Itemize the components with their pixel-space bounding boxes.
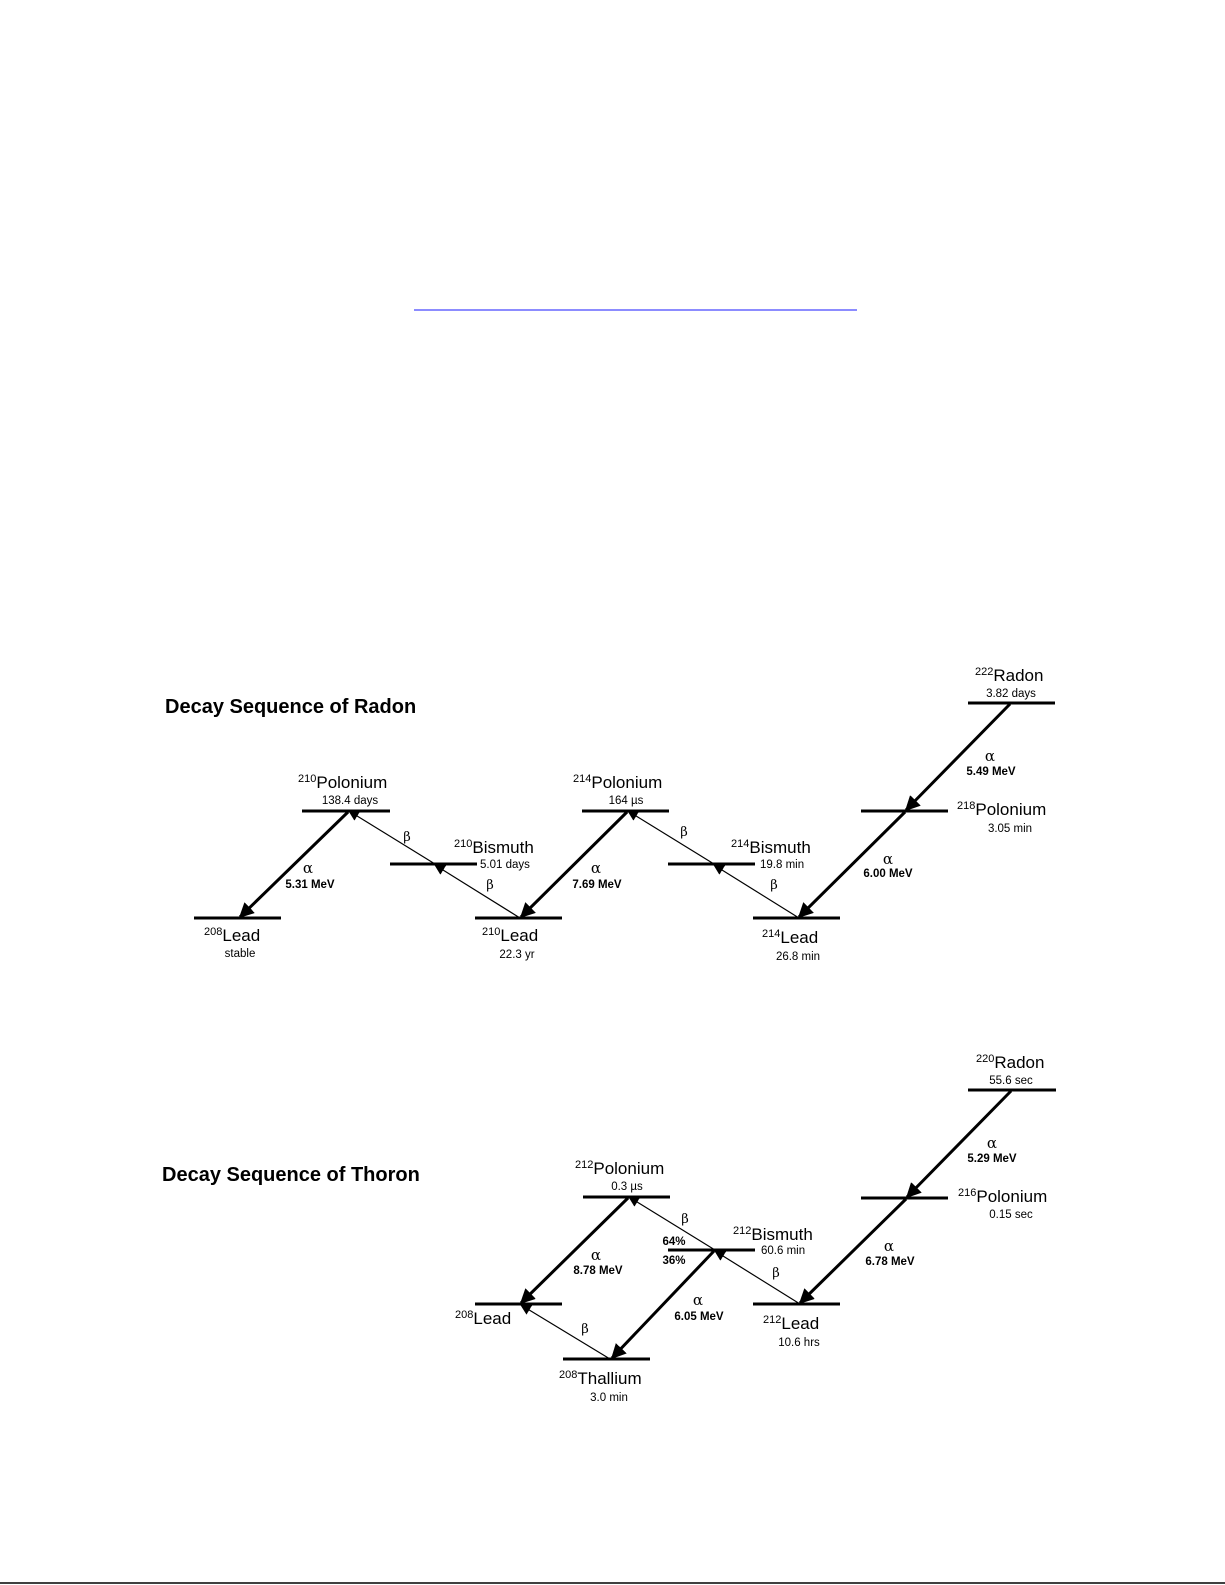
isotope-label: 210Polonium: [298, 773, 387, 792]
half-life: 3.82 days: [986, 688, 1036, 700]
decay-energy: 6.00 MeV: [863, 868, 913, 880]
isotope-label: 208Thallium: [559, 1369, 642, 1388]
half-life: 10.6 hrs: [778, 1337, 820, 1349]
half-life: 55.6 sec: [989, 1075, 1033, 1087]
half-life: 164 µs: [609, 795, 644, 807]
alpha-symbol: α: [591, 859, 601, 877]
beta-symbol: β: [772, 1266, 780, 1281]
decay-arrow-alpha: [904, 702, 1012, 812]
isotope-label: 212Lead: [763, 1314, 819, 1333]
beta-symbol: β: [770, 878, 778, 893]
isotope-label: 212Polonium: [575, 1159, 664, 1178]
half-life: 26.8 min: [776, 951, 820, 963]
alpha-symbol: α: [693, 1291, 703, 1309]
decay-arrow-alpha: [797, 810, 907, 919]
isotope-label: 208Lead: [455, 1309, 511, 1328]
decay-arrow-alpha: [610, 1249, 716, 1360]
radon-title: Decay Sequence of Radon: [165, 696, 416, 718]
decay-arrow-beta: [520, 1304, 611, 1360]
thoron-diagram: Decay Sequence of Thoron 220Radon 55.6 s…: [162, 1053, 1056, 1404]
isotope-label: 222Radon: [975, 666, 1043, 685]
isotope-label: 214Polonium: [573, 773, 662, 792]
half-life: 60.6 min: [761, 1245, 805, 1257]
decay-arrow-alpha: [905, 1089, 1013, 1199]
half-life: 0.3 µs: [611, 1181, 643, 1193]
alpha-symbol: α: [884, 1237, 894, 1255]
half-life: 3.0 min: [590, 1392, 628, 1404]
radon-diagram: Decay Sequence of Radon 222Radon 3.82 da…: [165, 666, 1055, 963]
branch-percent: 36%: [662, 1255, 685, 1267]
decay-arrow-beta: [627, 810, 715, 865]
half-life: 5.01 days: [480, 859, 530, 871]
decay-arrow-beta: [348, 810, 436, 865]
decay-energy: 6.05 MeV: [674, 1311, 724, 1323]
half-life: 3.05 min: [988, 823, 1032, 835]
decay-arrow-beta: [628, 1196, 716, 1251]
isotope-label: 214Lead: [762, 928, 818, 947]
beta-symbol: β: [681, 1212, 689, 1227]
half-life: 19.8 min: [760, 859, 804, 871]
half-life: 0.15 sec: [989, 1209, 1033, 1221]
isotope-label: 210Bismuth: [454, 838, 534, 857]
decay-arrow-beta: [434, 864, 521, 919]
isotope-label: 214Bismuth: [731, 838, 811, 857]
decay-energy: 5.49 MeV: [966, 766, 1016, 778]
thoron-title: Decay Sequence of Thoron: [162, 1164, 420, 1186]
isotope-label: 220Radon: [976, 1053, 1044, 1072]
beta-symbol: β: [486, 878, 494, 893]
beta-symbol: β: [680, 825, 688, 840]
decay-energy: 5.29 MeV: [967, 1153, 1017, 1165]
branch-percent: 64%: [662, 1236, 685, 1248]
half-life: 138.4 days: [322, 795, 379, 807]
alpha-symbol: α: [591, 1246, 601, 1264]
decay-arrow-beta: [714, 1250, 801, 1305]
alpha-symbol: α: [303, 859, 313, 877]
beta-symbol: β: [581, 1322, 589, 1337]
isotope-label: 210Lead: [482, 926, 538, 945]
beta-symbol: β: [403, 830, 411, 845]
half-life: stable: [225, 948, 256, 960]
alpha-symbol: α: [883, 850, 893, 868]
decay-energy: 8.78 MeV: [573, 1265, 623, 1277]
alpha-symbol: α: [987, 1134, 997, 1152]
decay-arrow-alpha: [798, 1197, 908, 1305]
decay-energy: 7.69 MeV: [572, 879, 622, 891]
decay-energy: 6.78 MeV: [865, 1256, 915, 1268]
isotope-label: 208Lead: [204, 926, 260, 945]
isotope-label: 216Polonium: [958, 1187, 1047, 1206]
half-life: 22.3 yr: [499, 949, 534, 961]
decay-arrow-alpha: [519, 1196, 630, 1305]
isotope-label: 218Polonium: [957, 800, 1046, 819]
isotope-label: 212Bismuth: [733, 1225, 813, 1244]
decay-arrow-alpha: [238, 810, 350, 919]
decay-arrow-beta: [713, 864, 800, 919]
alpha-symbol: α: [985, 747, 995, 765]
decay-arrow-alpha: [519, 810, 629, 919]
decay-energy: 5.31 MeV: [285, 879, 335, 891]
